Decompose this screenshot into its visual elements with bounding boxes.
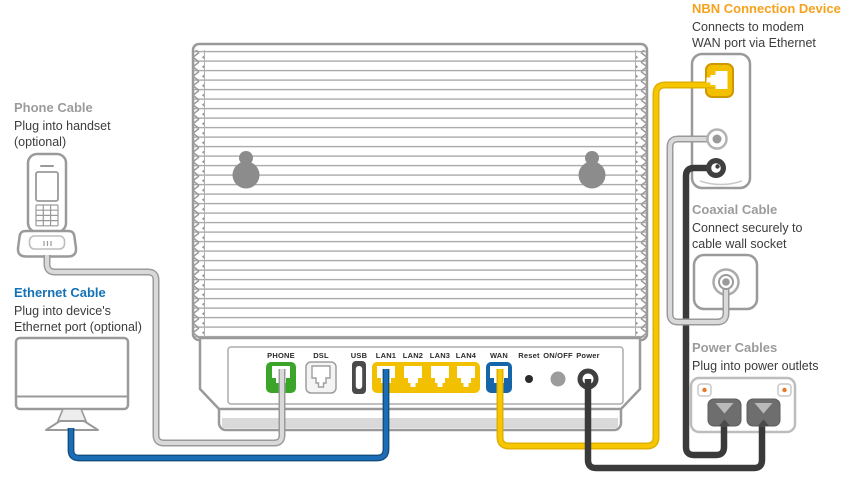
monitor-stand-neck	[56, 408, 88, 422]
port-label-power: Power	[576, 351, 600, 360]
nbn-coax-connector	[706, 128, 728, 150]
usb-slot-icon	[355, 366, 363, 389]
annotation-ethernet-cable-line: Plug into device's	[14, 304, 111, 318]
annotation-coaxial-cable-line: cable wall socket	[692, 237, 787, 251]
nbn-power-cable	[682, 164, 728, 459]
phone-cable	[43, 255, 286, 447]
annotation-power-cables-line: Plug into power outlets	[692, 359, 819, 373]
annotation-coaxial-cable-line: Connect securely to	[692, 221, 803, 235]
annotation-phone-cable-line: (optional)	[14, 135, 67, 149]
annotation-ethernet-cable-line: Ethernet port (optional)	[14, 320, 142, 334]
port-label-phone: PHONE	[267, 351, 295, 360]
port-label-usb: USB	[351, 351, 368, 360]
power-plug-left	[707, 398, 742, 427]
wan-ethernet-cable	[496, 81, 716, 450]
port-label-lan4: LAN4	[456, 351, 477, 360]
annotation-ethernet-cable-title: Ethernet Cable	[14, 285, 106, 300]
port-label-dsl: DSL	[313, 351, 329, 360]
annotation-nbn-device-title: NBN Connection Device	[692, 1, 841, 16]
wall-mount-keyhole-left	[232, 151, 260, 189]
annotation-nbn-device: NBN Connection Device Connects to modem …	[692, 1, 841, 51]
dsl-port	[305, 361, 337, 394]
lan-port-group	[372, 362, 480, 393]
power-plug-right	[746, 398, 781, 427]
router-port-labels: PHONE DSL USB LAN1 LAN2 LAN3 LAN4 WAN Re…	[267, 351, 600, 360]
port-label-onoff: ON/OFF	[543, 351, 573, 360]
nbn-power-connector	[706, 158, 726, 178]
coaxial-cable	[666, 135, 730, 326]
ethernet-cable	[67, 369, 390, 462]
annotation-coaxial-cable: Coaxial Cable Connect securely to cable …	[692, 202, 802, 252]
outlet-switch-right-indicator	[782, 387, 787, 393]
annotation-power-cables: Power Cables Plug into power outlets	[692, 340, 818, 374]
router-left-fins	[194, 50, 204, 338]
phone-screen	[35, 171, 59, 202]
port-label-lan3: LAN3	[430, 351, 450, 360]
router-rear-body	[191, 42, 649, 432]
onoff-button	[550, 371, 566, 387]
phone-keypad-icon	[35, 204, 59, 227]
port-label-wan: WAN	[490, 351, 508, 360]
usb-port	[352, 361, 366, 394]
annotation-phone-cable-title: Phone Cable	[14, 100, 93, 115]
annotation-ethernet-cable: Ethernet Cable Plug into device's Ethern…	[14, 285, 142, 335]
outlet-switch-left-indicator	[702, 387, 707, 393]
reset-button	[525, 375, 533, 383]
dock-contacts-icon	[43, 241, 52, 246]
wall-mount-keyhole-right	[578, 151, 606, 189]
annotation-nbn-device-line: Connects to modem	[692, 20, 804, 34]
annotation-phone-cable: Phone Cable Plug into handset (optional)	[14, 100, 111, 150]
router-power-cable	[584, 379, 766, 472]
wall-socket-connector	[718, 274, 734, 290]
annotation-phone-cable-line: Plug into handset	[14, 119, 111, 133]
annotation-power-cables-title: Power Cables	[692, 340, 778, 355]
phone-dock	[16, 229, 78, 258]
annotation-nbn-device-line: WAN port via Ethernet	[692, 36, 816, 50]
router-right-fins	[636, 50, 646, 338]
port-label-lan2: LAN2	[403, 351, 423, 360]
computer-monitor	[14, 336, 130, 431]
annotation-coaxial-cable-title: Coaxial Cable	[692, 202, 778, 217]
phone-handset	[26, 152, 68, 234]
port-label-reset: Reset	[518, 351, 540, 360]
port-label-lan1: LAN1	[376, 351, 396, 360]
monitor-stand-base	[45, 420, 99, 431]
